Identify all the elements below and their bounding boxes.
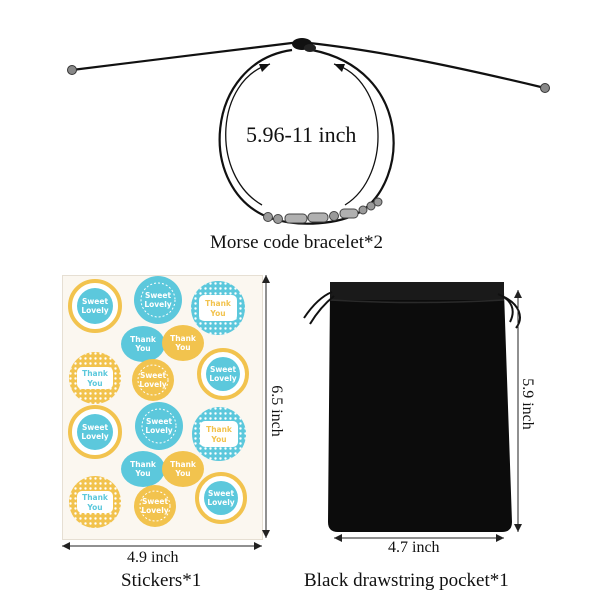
sticker-text-thank: Thank — [170, 334, 197, 343]
sticker-sweet-lovely: Sweet Lovely — [195, 472, 247, 524]
sticker-text-sweet: Sweet — [82, 297, 109, 306]
sticker-text-you: You — [134, 469, 150, 478]
drawstring-pocket-illustration — [303, 282, 522, 542]
sticker-dimension-lines — [62, 275, 270, 550]
sticker-sweet-lovely: Sweet Lovely — [134, 485, 176, 527]
sticker-thank-you: Thank You — [69, 476, 121, 528]
sticker-text-thank: Thank — [130, 460, 157, 469]
sticker-text-sweet: Sweet — [82, 423, 109, 432]
sticker-width-label: 4.9 inch — [127, 549, 179, 566]
sticker-sweet-lovely: Sweet Lovely — [68, 279, 122, 333]
pocket-caption: Black drawstring pocket*1 — [304, 570, 509, 591]
sticker-thank-you: Thank You — [121, 326, 165, 362]
sticker-text-thank: Thank — [170, 460, 197, 469]
bracelet-caption: Morse code bracelet*2 — [210, 232, 384, 253]
sticker-text-thank: Thank — [130, 335, 157, 344]
sticker-text-you: You — [86, 503, 102, 512]
sticker-sweet-lovely: Sweet Lovely — [197, 348, 249, 400]
sticker-sheet: Sweet Lovely Sweet Lovely Thank You Than… — [62, 275, 263, 540]
sticker-text-sweet: Sweet — [140, 371, 167, 380]
sticker-thank-you: Thank You — [192, 407, 246, 461]
sticker-grid: Sweet Lovely Sweet Lovely Thank You Than… — [68, 276, 249, 528]
sticker-text-you: You — [210, 435, 226, 444]
sticker-text-sweet: Sweet — [210, 365, 237, 374]
sticker-sweet-lovely: Sweet Lovely — [135, 402, 183, 450]
sticker-text-lovely: Lovely — [81, 306, 108, 315]
sticker-thank-you: Thank You — [191, 281, 245, 335]
bracelet-size-label: 5.96-11 inch — [246, 122, 357, 147]
sticker-text-lovely: Lovely — [144, 300, 171, 309]
sticker-text-lovely: Lovely — [139, 380, 166, 389]
sticker-thank-you: Thank You — [162, 325, 204, 361]
sticker-thank-you: Thank You — [162, 451, 204, 487]
sticker-text-you: You — [134, 344, 150, 353]
sticker-text-thank: Thank — [206, 425, 233, 434]
bracelet-illustration — [67, 38, 550, 225]
sticker-thank-you: Thank You — [121, 451, 165, 487]
stickers-caption: Stickers*1 — [121, 570, 202, 591]
sticker-text-thank: Thank — [205, 299, 232, 308]
sticker-text-sweet: Sweet — [146, 417, 173, 426]
sticker-text-you: You — [209, 309, 225, 318]
sticker-text-you: You — [174, 343, 190, 352]
sticker-text-thank: Thank — [82, 369, 109, 378]
sticker-text-lovely: Lovely — [141, 506, 168, 515]
sticker-text-you: You — [86, 379, 102, 388]
sticker-height-label: 6.5 inch — [268, 385, 285, 437]
sticker-text-sweet: Sweet — [142, 497, 169, 506]
pocket-height-label: 5.9 inch — [519, 378, 536, 430]
sticker-text-sweet: Sweet — [208, 489, 235, 498]
sticker-thank-you: Thank You — [69, 352, 121, 404]
pocket-width-label: 4.7 inch — [388, 539, 440, 556]
sticker-text-sweet: Sweet — [145, 291, 172, 300]
sticker-sweet-lovely: Sweet Lovely — [132, 359, 174, 401]
sticker-text-thank: Thank — [82, 493, 109, 502]
sticker-text-lovely: Lovely — [81, 432, 108, 441]
sticker-sweet-lovely: Sweet Lovely — [68, 405, 122, 459]
morse-beads — [263, 197, 383, 224]
sticker-text-lovely: Lovely — [209, 374, 236, 383]
sticker-text-lovely: Lovely — [145, 426, 172, 435]
sticker-sweet-lovely: Sweet Lovely — [134, 276, 182, 324]
sticker-text-lovely: Lovely — [207, 498, 234, 507]
sticker-text-you: You — [174, 469, 190, 478]
